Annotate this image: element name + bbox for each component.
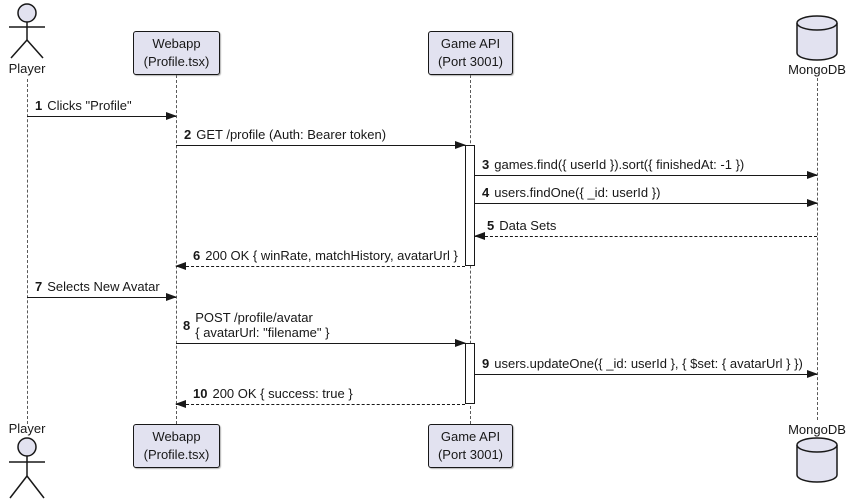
- message-number: 10: [193, 386, 208, 401]
- message-label: 1 Clicks "Profile": [35, 98, 132, 113]
- participant-player-top: Player: [0, 3, 54, 76]
- message-number: 3: [482, 157, 490, 172]
- message-text: Clicks "Profile": [47, 98, 132, 113]
- message-line: [27, 297, 176, 298]
- message-text: GET /profile (Auth: Bearer token): [196, 127, 387, 142]
- message-line: [475, 236, 817, 237]
- message-label: 6 200 OK { winRate, matchHistory, avatarU…: [193, 248, 458, 263]
- message-line: [176, 343, 465, 344]
- database-icon: [796, 15, 838, 61]
- participant-box-webapp-top: Webapp (Profile.tsx): [133, 31, 220, 75]
- participant-label-webapp: Webapp: [152, 428, 201, 444]
- participant-mongodb-top: MongoDB: [784, 15, 850, 77]
- message-label: 9 users.updateOne({ _id: userId }, { $set…: [482, 356, 803, 371]
- message-text: POST /profile/avatar: [195, 309, 313, 325]
- actor-icon: [9, 3, 45, 59]
- message-text: Selects New Avatar: [47, 279, 160, 294]
- participant-sublabel-gameapi: (Port 3001): [437, 447, 504, 462]
- message-label: 7 Selects New Avatar: [35, 279, 160, 294]
- message-line: [176, 145, 465, 146]
- participant-label-gameapi: Game API: [440, 428, 501, 444]
- message-line: [176, 266, 465, 267]
- database-icon: [796, 437, 838, 483]
- message-label: 4 users.findOne({ _id: userId }): [482, 185, 660, 200]
- arrowhead-icon: [455, 141, 466, 149]
- message-label: 3 games.find({ userId }).sort({ finishedA…: [482, 157, 744, 172]
- message-line: [176, 404, 465, 405]
- participant-box-gameapi-top: Game API (Port 3001): [428, 31, 513, 75]
- participant-box-gameapi-bottom: Game API (Port 3001): [428, 424, 513, 468]
- message-line: [27, 116, 176, 117]
- arrowhead-icon: [474, 232, 485, 240]
- message-line: [475, 374, 817, 375]
- message-number: 8: [183, 317, 191, 333]
- participant-label-player: Player: [8, 421, 46, 436]
- message-text: games.find({ userId }).sort({ finishedAt…: [494, 157, 745, 172]
- message-text-lines: POST /profile/avatar { avatarUrl: "filen…: [195, 310, 329, 341]
- activation-bar-gameapi-1: [465, 145, 475, 266]
- message-label: 8 POST /profile/avatar { avatarUrl: "fil…: [183, 310, 329, 341]
- message-number: 1: [35, 98, 43, 113]
- message-number: 4: [482, 185, 490, 200]
- message-text: 200 OK { success: true }: [212, 386, 353, 401]
- participant-label-webapp: Webapp: [152, 35, 201, 51]
- activation-bar-gameapi-2: [465, 343, 475, 404]
- message-label: 10 200 OK { success: true }: [193, 386, 353, 401]
- arrowhead-icon: [175, 262, 186, 270]
- message-line: [475, 203, 817, 204]
- message-label: 5 Data Sets: [487, 218, 556, 233]
- message-number: 6: [193, 248, 201, 263]
- participant-box-webapp-bottom: Webapp (Profile.tsx): [133, 424, 220, 468]
- participant-mongodb-bottom: MongoDB: [784, 422, 850, 484]
- participant-label-gameapi: Game API: [440, 35, 501, 51]
- participant-sublabel-webapp: (Profile.tsx): [143, 447, 210, 462]
- arrowhead-icon: [807, 370, 818, 378]
- participant-sublabel-gameapi: (Port 3001): [437, 54, 504, 69]
- lifeline-mongodb: [817, 78, 818, 420]
- actor-icon: [9, 437, 45, 499]
- lifeline-player: [27, 79, 28, 424]
- message-number: 2: [184, 127, 192, 142]
- participant-sublabel-webapp: (Profile.tsx): [143, 54, 210, 69]
- arrowhead-icon: [166, 112, 177, 120]
- message-text: users.updateOne({ _id: userId }, { $set:…: [494, 356, 803, 371]
- lifeline-webapp: [176, 75, 177, 424]
- arrowhead-icon: [807, 171, 818, 179]
- participant-label-mongodb: MongoDB: [788, 422, 846, 437]
- message-text-2: { avatarUrl: "filename" }: [195, 325, 330, 341]
- message-number: 9: [482, 356, 490, 371]
- participant-player-bottom: Player: [0, 421, 54, 502]
- message-number: 5: [487, 218, 495, 233]
- participant-label-mongodb: MongoDB: [788, 62, 846, 77]
- arrowhead-icon: [807, 199, 818, 207]
- message-text: users.findOne({ _id: userId }): [494, 185, 661, 200]
- message-label: 2 GET /profile (Auth: Bearer token): [184, 127, 386, 142]
- message-line: [475, 175, 817, 176]
- message-text: Data Sets: [499, 218, 557, 233]
- message-number: 7: [35, 279, 43, 294]
- message-text: 200 OK { winRate, matchHistory, avatarUr…: [205, 248, 458, 263]
- arrowhead-icon: [175, 400, 186, 408]
- arrowhead-icon: [166, 293, 177, 301]
- participant-label-player: Player: [8, 61, 46, 76]
- arrowhead-icon: [455, 339, 466, 347]
